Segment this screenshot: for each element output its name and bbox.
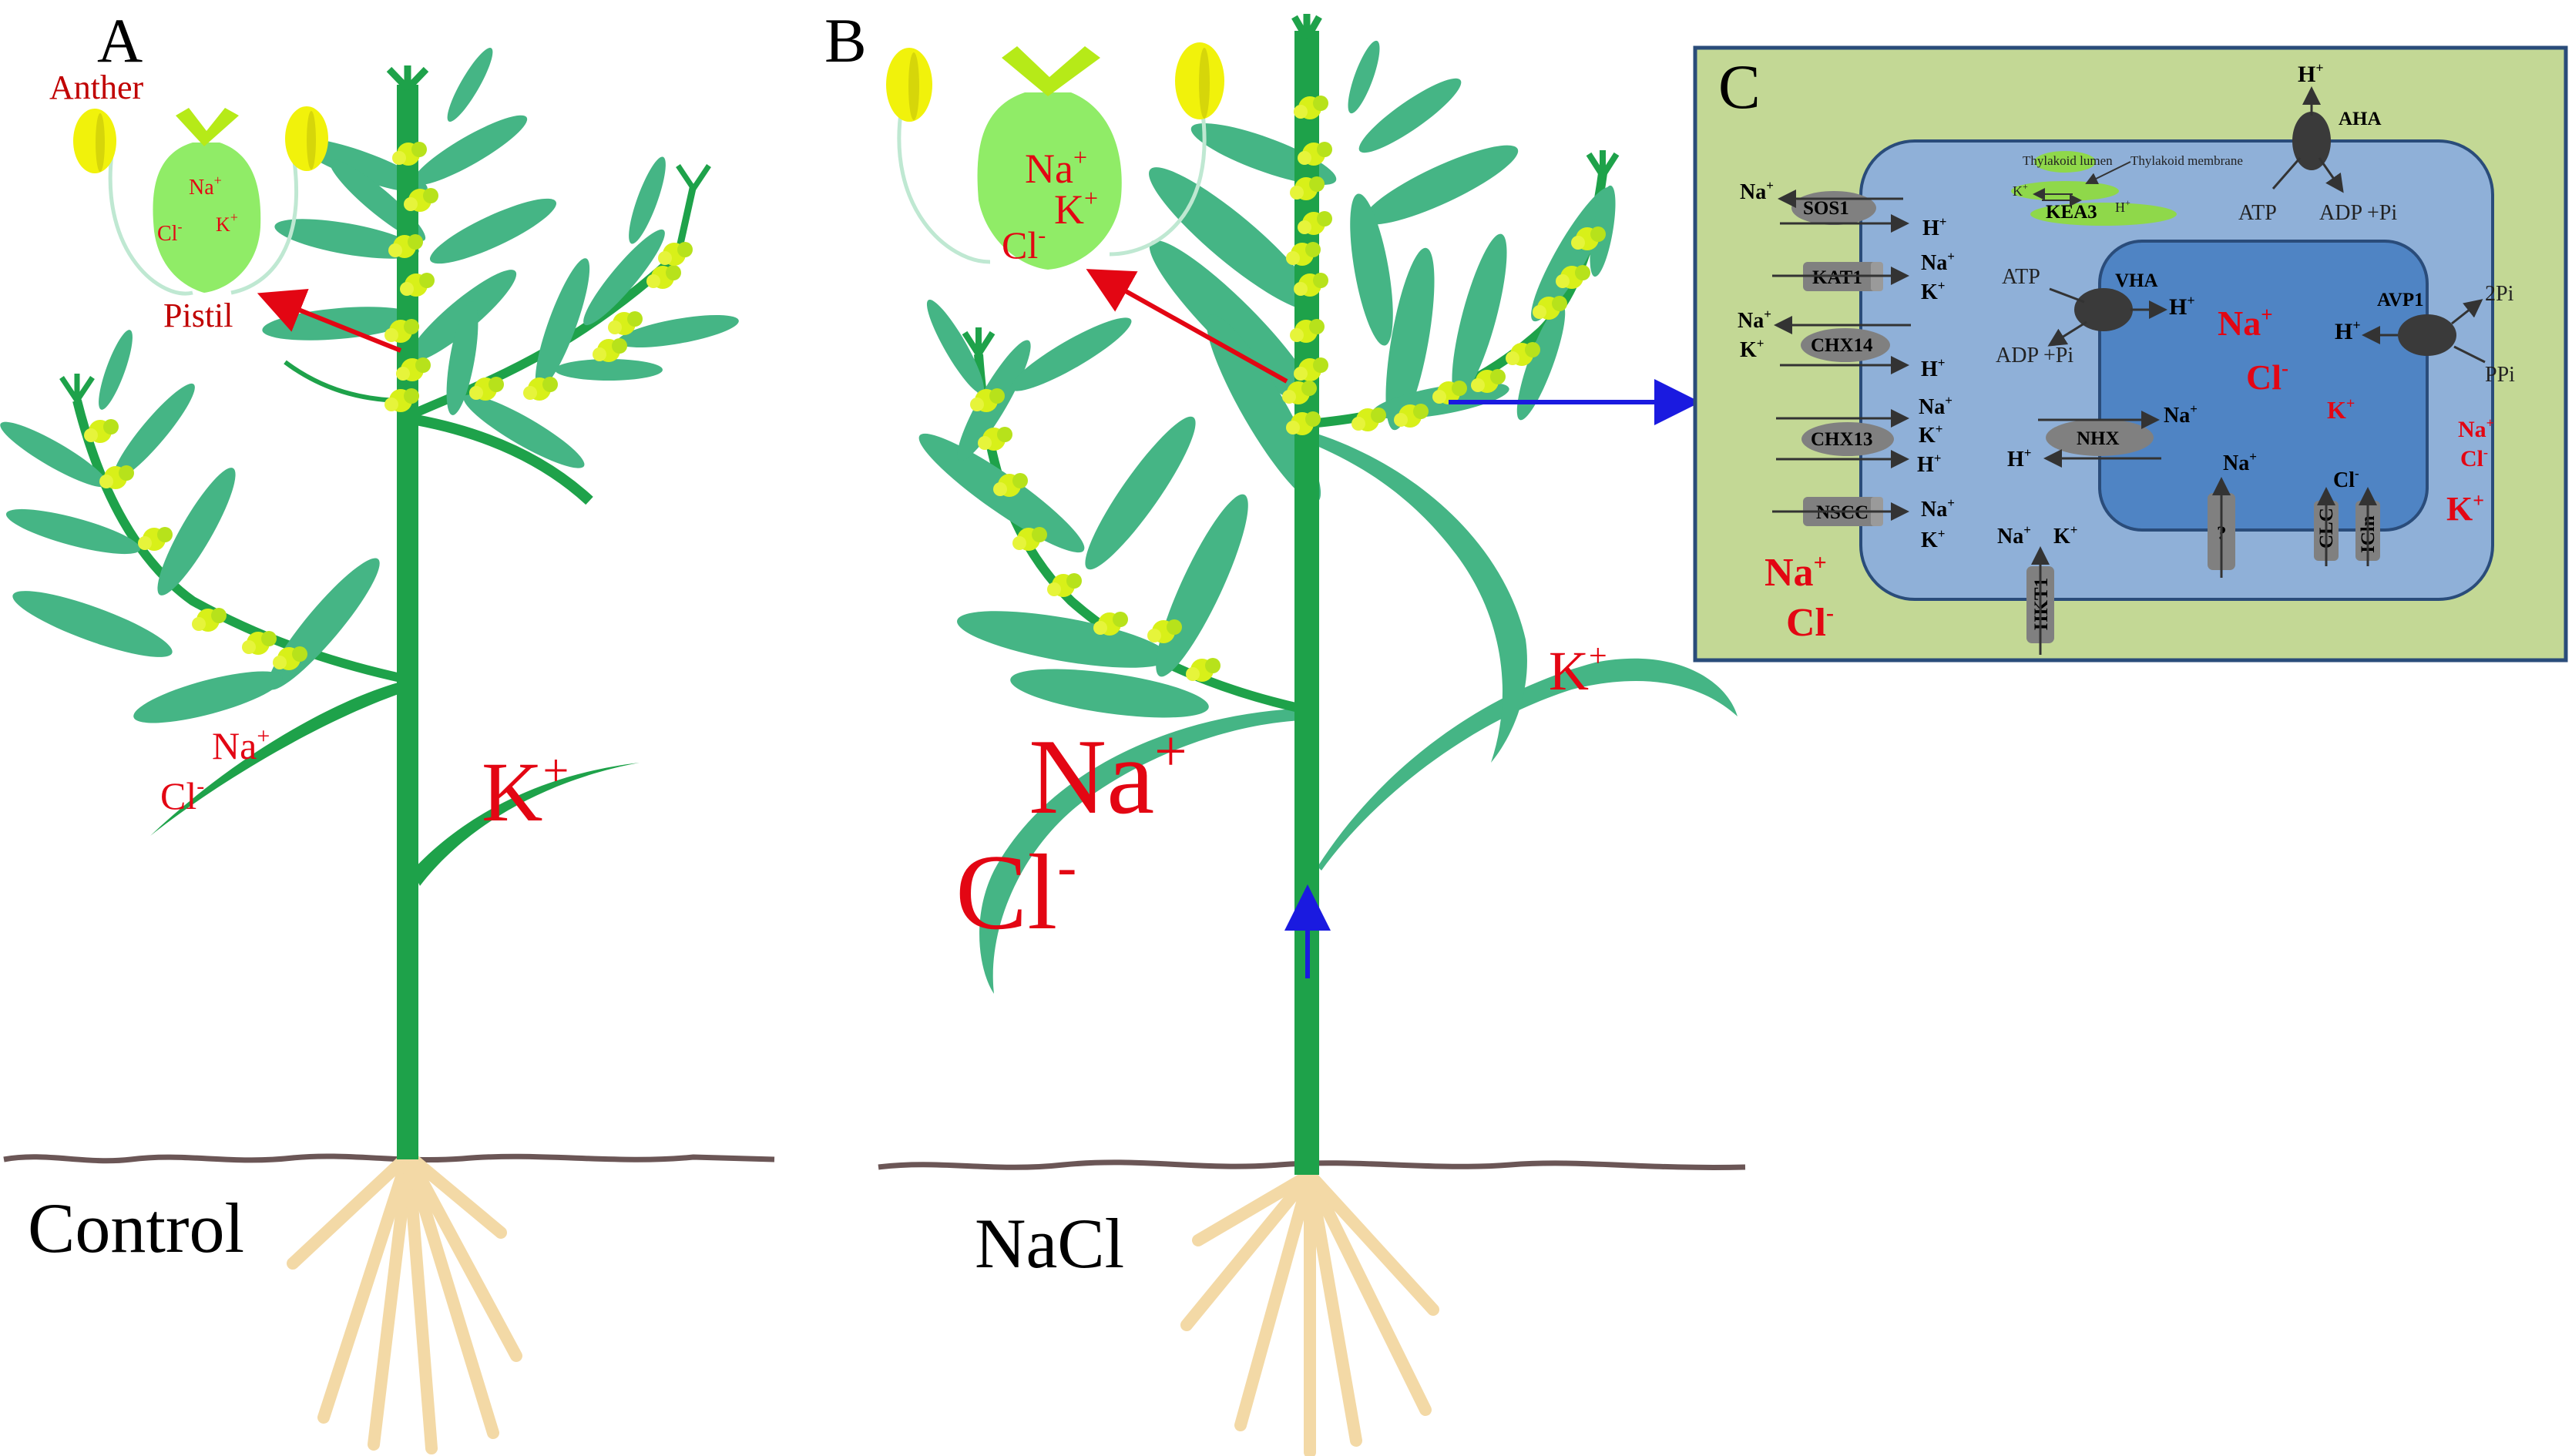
vacuole-cl: Cl- (2246, 357, 2288, 397)
leaf-b-lower-right (1318, 658, 1738, 871)
thylakoid-membrane-label: Thylakoid membrane (2130, 153, 2243, 168)
avp1-label: AVP1 (2377, 290, 2424, 310)
pistil-body-b (977, 92, 1122, 270)
panel-a-letter: A (97, 5, 143, 75)
roots-a (287, 1149, 522, 1454)
vha-adp: ADP +Pi (1996, 344, 2073, 367)
cytoplasm-k: K+ (2446, 489, 2484, 528)
chx14-transporter: CHX14 Na+ K+ H+ (1738, 307, 1945, 381)
nscc-channel: NSCC Na+ K+ (1772, 495, 1955, 552)
branch-a-right (406, 250, 682, 421)
kat1-label: KAT1 (1812, 267, 1862, 288)
extracellular-cl: Cl- (1786, 600, 1834, 645)
clc-channel: CLC (2314, 487, 2339, 566)
pistil-body (153, 143, 261, 293)
sos1-label: SOS1 (1803, 198, 1849, 219)
leaves-b-right (1372, 185, 1616, 431)
aha-label: AHA (2339, 109, 2382, 129)
soil-line-b (878, 1159, 1746, 1170)
vha-label: VHA (2115, 270, 2158, 291)
inset-b-cl: Cl- (1002, 223, 1046, 267)
arrow-b-pistil (1086, 269, 1288, 384)
nhx-label: NHX (2077, 428, 2120, 449)
hkt1-transporter: HKT1 Na+ K+ (1997, 522, 2077, 655)
aha-pump: AHA H+ ATP ADP +Pi (2238, 60, 2397, 225)
flower-inset-b: Na+ K+ Cl- (886, 42, 1224, 270)
ion-b-cl: Cl- (955, 833, 1076, 952)
leaves-a-right (446, 156, 739, 468)
condition-control: Control (28, 1189, 244, 1267)
leaf-b-lower-left (979, 709, 1302, 994)
pistil-label: Pistil (163, 297, 233, 334)
thylakoid-lumen-label: Thylakoid lumen (2023, 153, 2113, 168)
chx14-k: K+ (1740, 336, 1764, 362)
vha-pump: VHA H+ ATP ADP +Pi (1996, 265, 2195, 367)
inset-b-na: Na+ (1025, 143, 1087, 192)
avp1-pump: AVP1 H+ 2Pi PPi (2335, 282, 2515, 387)
chx13-label: CHX13 (1811, 429, 1873, 450)
vacuole (2098, 240, 2429, 532)
aha-adp: ADP +Pi (2319, 201, 2397, 225)
panel-c: C Thylakoid lumen Thylakoid membrane KEA… (1693, 45, 2568, 663)
anther-label: Anther (49, 69, 144, 106)
chx14-label: CHX14 (1811, 335, 1873, 356)
inset-b-k: K+ (1054, 184, 1098, 233)
leaves-b-top (1149, 40, 1519, 503)
anther-left (73, 109, 116, 173)
soil-line-a (3, 1153, 775, 1164)
flower-inset-a: Anther Pistil Na+ Cl- K+ (49, 69, 328, 334)
anther-right (285, 106, 328, 171)
ion-b-k: K+ (1549, 639, 1607, 702)
leaf-a-lower-left (150, 682, 401, 836)
condition-nacl: NaCl (975, 1204, 1124, 1283)
kat1-channel: KAT1 Na+ K+ (1772, 249, 1955, 304)
panel-b: B (824, 5, 1746, 1456)
leaf-b-mid-right (1310, 431, 1527, 763)
vha-atp: ATP (2002, 265, 2040, 289)
chx14-h: H+ (1921, 355, 1945, 381)
ion-a-na: Na+ (212, 723, 270, 767)
panel-b-letter: B (824, 5, 867, 75)
thylakoid: Thylakoid lumen Thylakoid membrane KEA3 … (2011, 151, 2243, 226)
ion-b-na: Na+ (1029, 717, 1187, 837)
nhx-antiporter: NHX Na+ H+ (2007, 401, 2198, 471)
panel-a: A (0, 5, 775, 1454)
icln-channel: ICln (2355, 487, 2380, 566)
kea3-label: KEA3 (2046, 202, 2097, 223)
ion-a-cl: Cl- (160, 773, 204, 817)
stem-a (397, 85, 418, 1159)
ion-a-k: K+ (482, 745, 569, 839)
roots-b (1180, 1169, 1439, 1456)
panel-c-letter: C (1718, 52, 1761, 122)
aha-atp: ATP (2238, 201, 2277, 225)
stem-b (1294, 31, 1319, 1175)
avp1-2pi: 2Pi (2485, 282, 2514, 306)
kat1-na: Na+ (1921, 249, 1955, 275)
avp1-ppi: PPi (2485, 363, 2515, 387)
arrow-a-pistil (257, 288, 402, 353)
chx13-transporter: CHX13 Na+ K+ H+ (1776, 393, 1953, 477)
